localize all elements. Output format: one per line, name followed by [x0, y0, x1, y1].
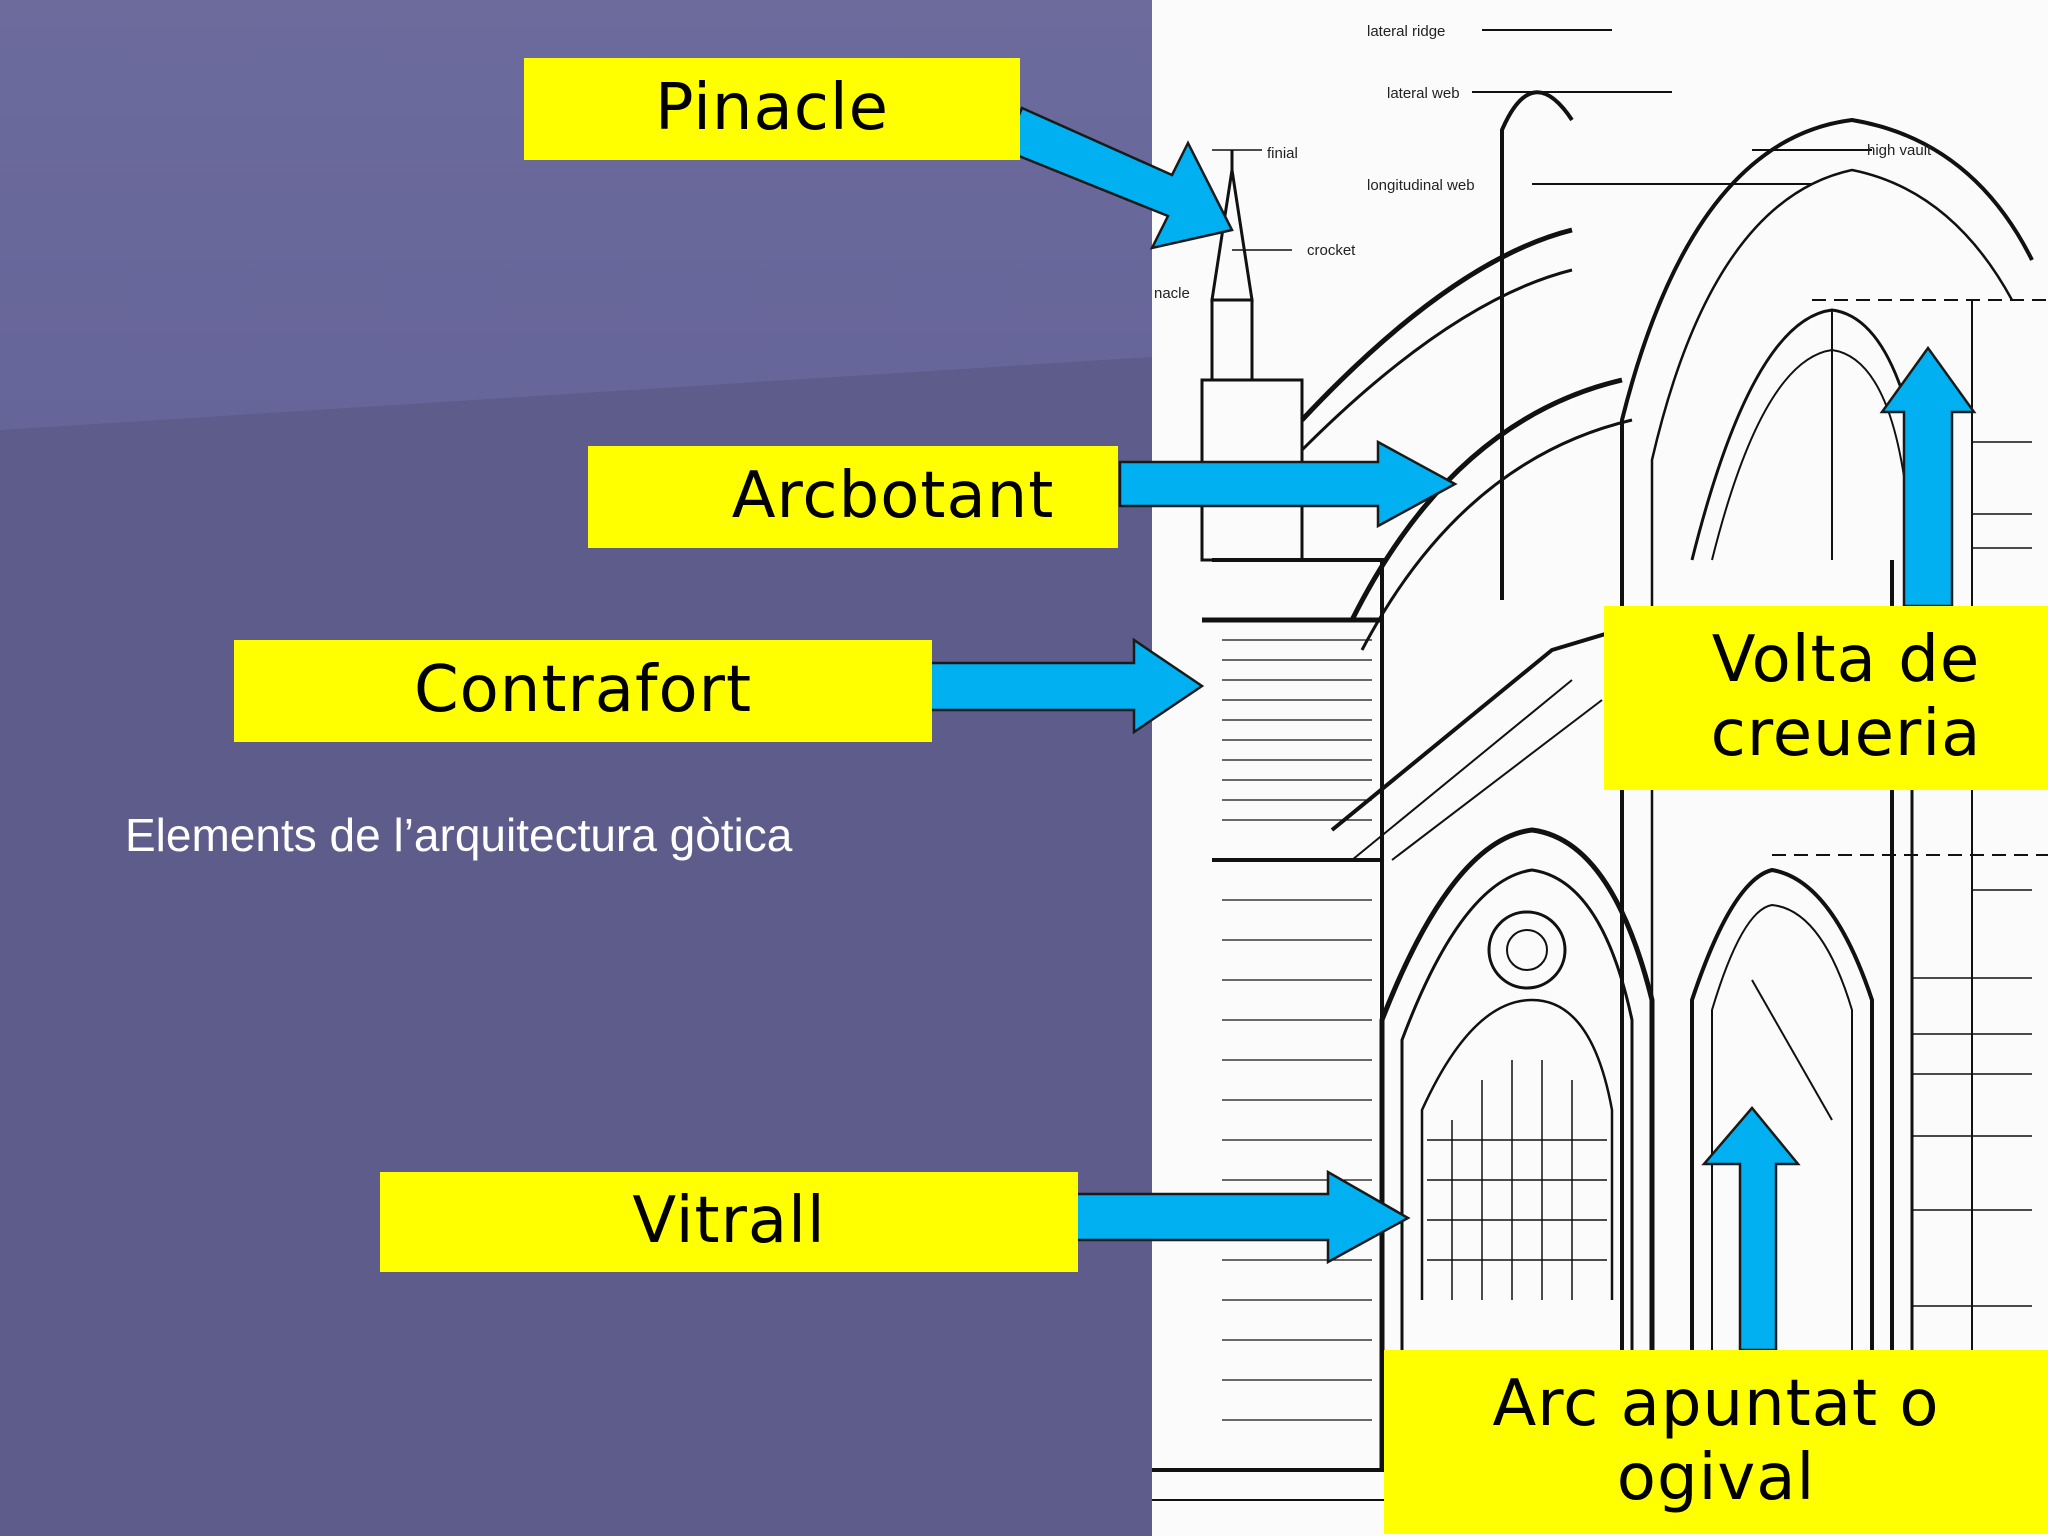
drawing-label-high-vault: high vault [1867, 142, 1932, 159]
label-arcbotant: Arcbotant [588, 446, 1118, 548]
label-contrafort: Contrafort [234, 640, 932, 742]
arrow-volta [1879, 345, 1977, 608]
label-arcbotant-text: Arcbotant [731, 459, 1055, 534]
arrow-pinacle [1002, 106, 1234, 250]
label-arc-apuntat-o-ogival: Arc apuntat o ogival [1384, 1350, 2048, 1534]
drawing-label-crocket: crocket [1307, 242, 1356, 259]
arrow-contrafort [926, 637, 1205, 735]
label-vitrall: Vitrall [380, 1172, 1078, 1272]
label-vitrall-text: Vitrall [632, 1184, 826, 1259]
label-volta-line1: Volta de [1711, 623, 1981, 698]
label-arc-line2: ogival [1616, 1441, 1816, 1515]
label-pinacle: Pinacle [524, 58, 1020, 160]
label-volta-line2: creueria [1710, 697, 1982, 771]
label-arc-line1: Arc apuntat o [1492, 1367, 1940, 1442]
slide-subtitle: Elements de l’arquitectura gòtica [125, 809, 793, 861]
drawing-label-lateral-ridge: lateral ridge [1367, 23, 1445, 40]
label-pinacle-text: Pinacle [654, 71, 890, 146]
arrow-arcbotant [1118, 439, 1458, 529]
drawing-label-lateral-web: lateral web [1387, 85, 1460, 102]
label-contrafort-text: Contrafort [413, 653, 753, 728]
drawing-label-finial: finial [1267, 145, 1298, 162]
drawing-label-longitudinal-web: longitudinal web [1367, 177, 1475, 194]
drawing-label-pinnacle: nacle [1154, 285, 1190, 302]
label-volta-de-creueria: Volta de creueria [1604, 606, 2048, 790]
arrow-vitrall [1070, 1169, 1411, 1265]
arrow-arc-apuntat [1701, 1106, 1801, 1352]
